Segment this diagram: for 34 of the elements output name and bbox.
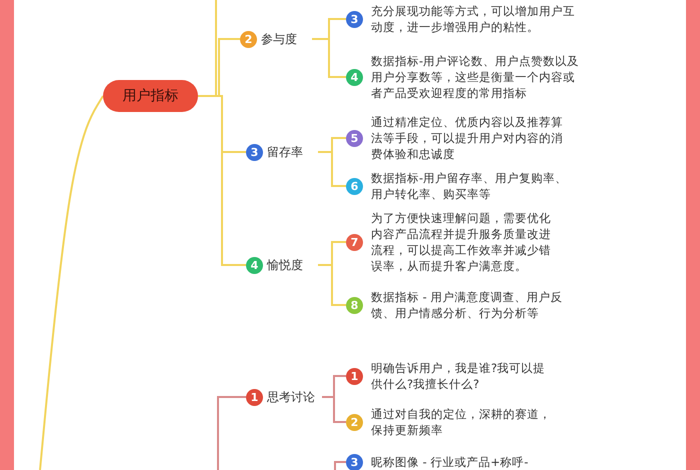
connector-line	[334, 461, 346, 470]
step-number: 3	[246, 144, 263, 160]
step-number: 1	[246, 388, 263, 406]
description-text: 数据指标-用户评论数、用户点赞数以及用户分享数等，这些是衡量一个内容或者产品受欢迎程度的常用指标	[371, 53, 580, 101]
connector-line	[217, 396, 246, 470]
description-text: 数据指标 - 用户满意度调查、用户反馈、用户情感分析、行为分析等	[371, 289, 564, 321]
connector-line	[39, 95, 104, 470]
step-number: 2	[240, 30, 257, 48]
branch-label: 参与度	[261, 30, 297, 48]
description-text: 昵称图像 - 行业或产品+称呼-	[371, 454, 530, 470]
branch-label: 留存率	[267, 144, 303, 160]
description-text: 通过对自我的定位，深耕的赛道，保持更新频率	[371, 406, 552, 438]
step-number: 8	[346, 296, 363, 314]
topic-node: 用户指标	[103, 80, 198, 112]
step-number: 4	[246, 256, 263, 274]
connector-line	[312, 38, 346, 78]
step-number: 4	[346, 68, 363, 86]
step-number: 5	[346, 130, 363, 146]
connector-line	[322, 396, 346, 423]
step-number: 2	[346, 414, 363, 430]
step-number: 6	[346, 178, 363, 194]
description-text: 通过精准定位、优质内容以及推荐算法等手段，可以提升用户对内容的消费体验和忠诚度	[371, 114, 564, 162]
connector-line	[318, 151, 346, 187]
description-text: 为了方便快速理解问题，需要优化内容产品流程并提升服务质量改进流程，可以提高工作效率并减少错误率，从而提升客户满意度。	[371, 210, 552, 274]
branch-label: 愉悦度	[267, 256, 303, 274]
description-text: 充分展现功能等方式，可以增加用户互动度，进一步增强用户的粘性。	[371, 3, 576, 35]
step-number: 1	[346, 368, 363, 384]
branch-label: 思考讨论	[267, 388, 315, 406]
step-number: 3	[346, 10, 363, 28]
step-number: 3	[346, 454, 363, 470]
description-text: 数据指标-用户留存率、用户复购率、用户转化率、购买率等	[371, 170, 568, 202]
description-text: 明确告诉用户，我是谁?我可以提供什么?我擅长什么?	[371, 360, 546, 392]
connector-line	[318, 264, 346, 306]
step-number: 7	[346, 234, 363, 250]
